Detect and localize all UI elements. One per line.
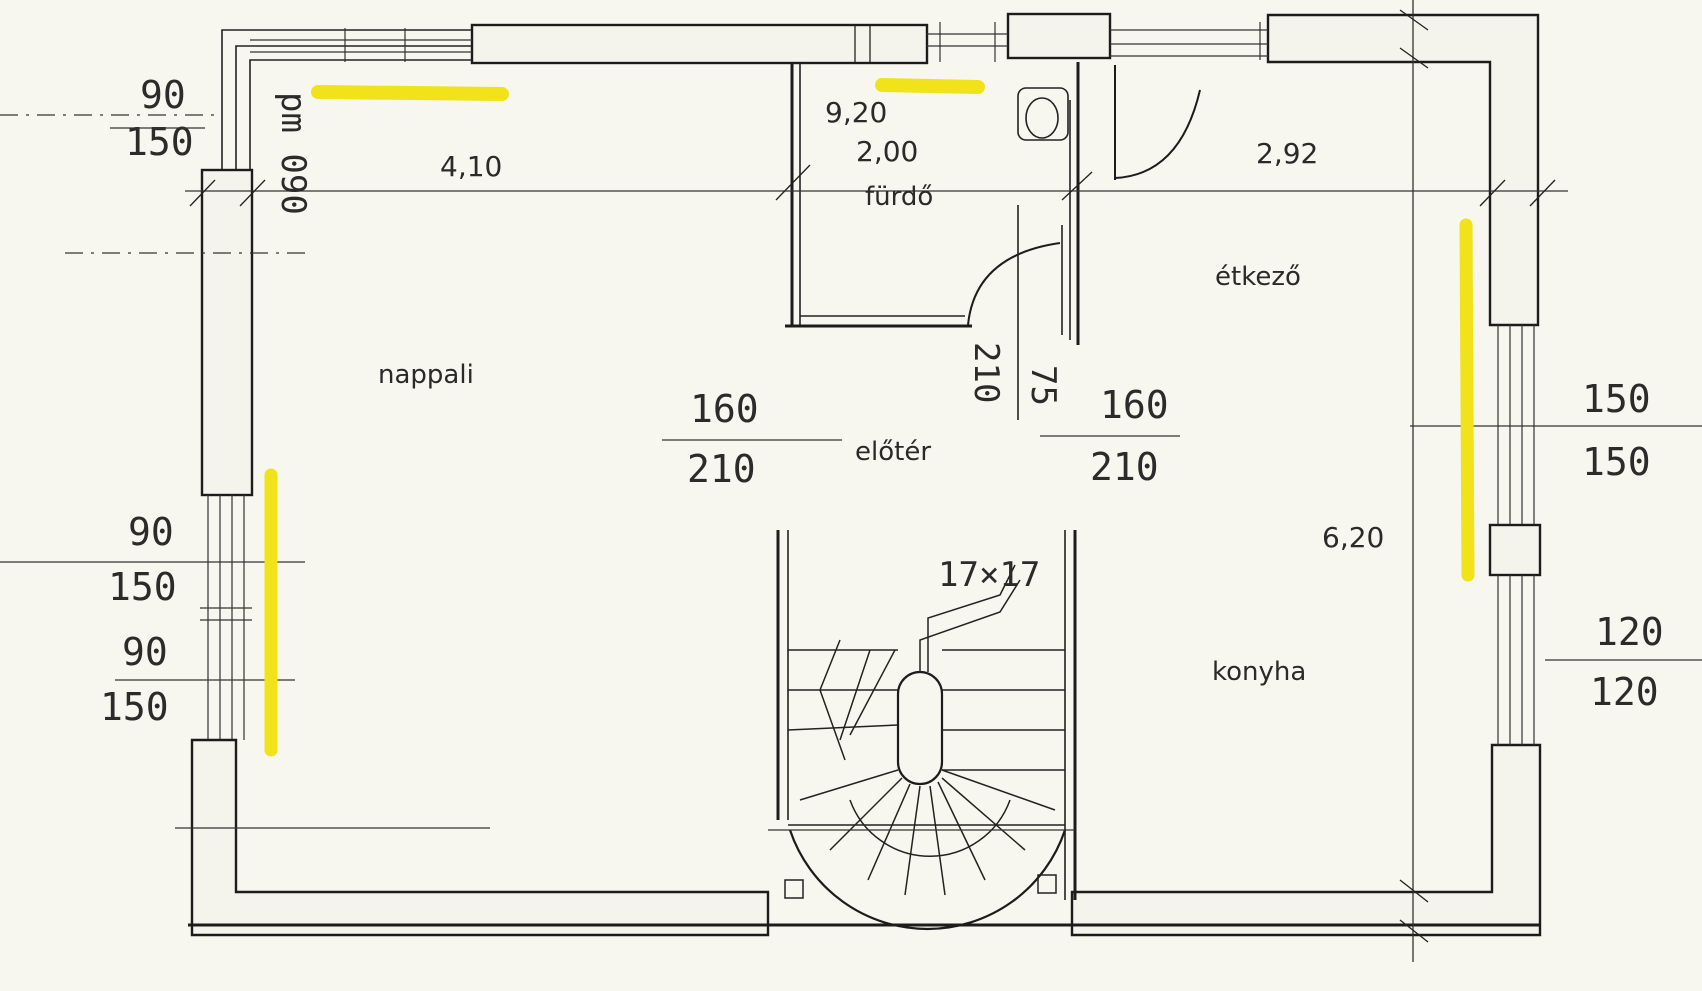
opening-left-upper-num: 90 [128,510,174,554]
toilet-bowl-icon [1025,97,1059,139]
dimension-ticks [189,9,1556,943]
opening-door-furdo-h: 210 [966,342,1006,403]
stair-newel [896,670,944,786]
post-marker-left [784,879,804,899]
room-label-nappali: nappali [378,360,474,390]
opening-left-lower-den: 150 [100,685,169,729]
dim-furdo-area: 9,20 [825,96,887,129]
opening-right-lower-num: 120 [1595,610,1664,654]
room-label-furdo: fürdő [865,182,933,212]
opening-right-upper-den: 150 [1582,440,1651,484]
dimension-lines [0,0,1702,962]
bath-door-swing [967,242,1061,326]
opening-top-left-num: 90 [140,73,186,117]
room-label-konyha: konyha [1212,657,1306,687]
highlight-markers [264,78,1475,757]
fixtures [967,65,1201,420]
opening-right-upper-num: 150 [1582,377,1651,421]
dim-parapet-vertical: pm 090 [273,92,313,215]
right-window-lower [1497,575,1535,745]
opening-door-left-num: 160 [690,387,759,431]
top-wall-center [470,23,929,65]
stair-outer-arc [788,829,1067,930]
dim-width-right: 2,92 [1256,137,1318,170]
right-wall-pier [1488,523,1542,577]
highlight-right-window [1459,218,1475,582]
top-window-right [1110,22,1268,60]
toilet-tank [1017,87,1069,141]
right-window-upper [1497,325,1535,525]
bottom-left-wall [190,738,770,937]
highlight-top-left-window [311,85,509,101]
dimension-labels: 4,10 9,20 2,00 2,92 6,20 17×17 pm 090 90… [100,73,1664,729]
opening-door-right-num: 160 [1100,383,1169,427]
top-right-corner-wall [1266,13,1540,327]
dining-door-swing [1114,89,1201,179]
opening-left-upper-den: 150 [108,565,177,609]
walls [188,12,1542,937]
dim-depth: 6,20 [1322,521,1384,554]
top-wall-bath-block [1006,12,1112,60]
stair-treads [787,639,1065,896]
opening-right-lower-den: 120 [1590,670,1659,714]
left-window [200,495,252,740]
room-label-etkezo: étkező [1215,262,1301,292]
top-window-left [250,28,472,62]
stair-handrail [919,579,1021,672]
room-label-eloter: előtér [855,437,931,467]
stair-handrail-2 [927,564,1016,672]
stair-inner-arc [849,799,1011,858]
top-left-corner-inner [235,45,472,170]
opening-door-right-den: 210 [1090,445,1159,489]
dim-furdo-width: 2,00 [856,135,918,168]
left-wall-upper [200,168,254,497]
highlight-bath-window [875,78,985,94]
opening-top-left-den: 150 [125,120,194,164]
post-marker-right [1037,874,1057,894]
room-labels: nappali fürdő étkező előtér konyha [378,182,1306,687]
bottom-right-wall [1070,743,1542,937]
spiral-staircase-icon [784,564,1067,930]
top-window-bath [927,22,1008,62]
top-left-corner-outer [221,29,472,170]
opening-door-left-den: 210 [687,447,756,491]
top-left-corner-inner2 [249,59,472,170]
opening-left-lower-num: 90 [122,630,168,674]
dim-width-left: 4,10 [440,150,502,183]
opening-door-furdo-w: 75 [1023,365,1063,406]
dim-stair-step: 17×17 [938,555,1040,595]
